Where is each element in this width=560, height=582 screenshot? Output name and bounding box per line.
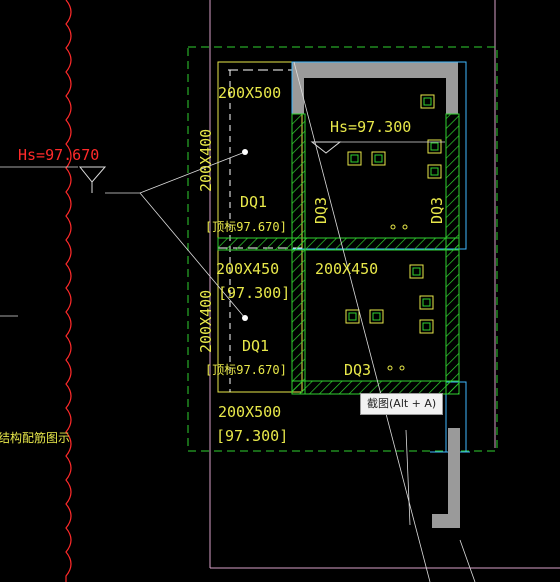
beam-label-mid-right: 200X450 [315,260,378,278]
dq1-label-bottom: DQ1 [242,337,269,355]
leader-lines [0,61,476,582]
elev-label-bottom: [97.300] [216,427,288,445]
elevation-marker-right [310,141,342,154]
dq1-note-top: [顶标97.670] [205,220,287,234]
left-edge-text: 结构配筋图示 [0,430,70,445]
elevation-label-right: Hs=97.300 [330,118,411,136]
gray-wall-top [292,62,458,114]
beam-label-mid-left: 200X450 [216,260,279,278]
screenshot-tooltip: 截图(Alt + A) [360,393,444,415]
elevation-marker-left [78,166,107,183]
beam-label-bottom: 200X500 [218,403,281,421]
column-squares [345,94,442,334]
outer-frame [209,0,560,569]
dq3-label-bottom: DQ3 [344,361,371,379]
break-line [65,0,72,582]
dashed-outline [187,46,498,452]
beam-vertical-bottom: 200X400 [197,290,215,353]
elevation-label-left: Hs=97.670 [18,146,99,164]
beam-label-top-left: 200X500 [218,84,281,102]
elev-label-mid: [97.300] [218,284,290,302]
beam-vertical-top: 200X400 [197,129,215,192]
dq1-note-bottom: [顶标97.670] [205,363,287,377]
gray-wall-bottom [432,428,460,528]
dq3-label-left: DQ3 [312,197,330,224]
dq3-label-right: DQ3 [428,197,446,224]
dq1-label-top: DQ1 [240,193,267,211]
hatched-walls [217,113,460,395]
